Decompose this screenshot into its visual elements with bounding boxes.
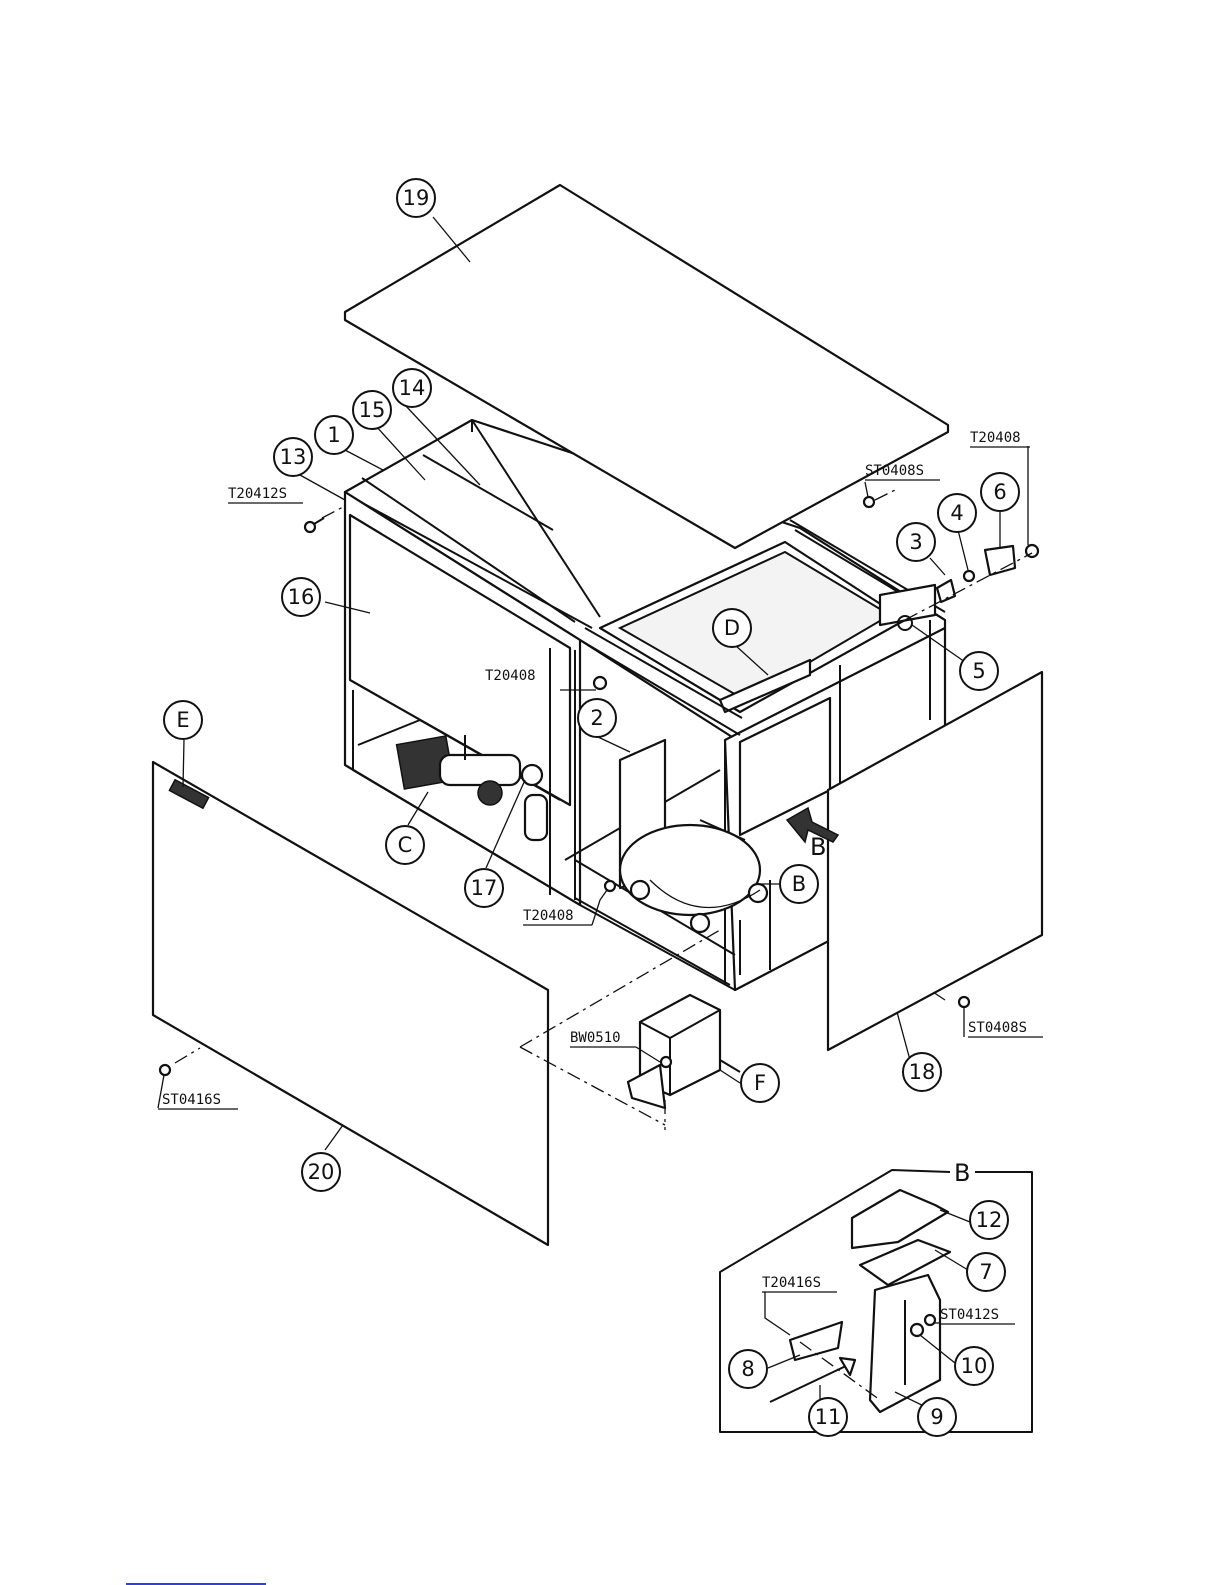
svg-text:7: 7 bbox=[979, 1260, 992, 1284]
code-st0408s-top: ST0408S bbox=[865, 463, 924, 479]
bubble-D: D bbox=[713, 609, 751, 647]
bubble-14: 14 bbox=[393, 369, 431, 407]
code-t20408-mid: T20408 bbox=[485, 668, 536, 684]
svg-text:B: B bbox=[792, 872, 806, 896]
svg-text:16: 16 bbox=[288, 585, 315, 609]
view-arrow-label: B bbox=[810, 833, 826, 861]
svg-text:18: 18 bbox=[909, 1060, 936, 1084]
svg-text:13: 13 bbox=[280, 445, 307, 469]
bubble-17: 17 bbox=[465, 869, 503, 907]
bubble-C: C bbox=[386, 826, 424, 864]
svg-text:C: C bbox=[398, 833, 413, 857]
code-t20416s: T20416S bbox=[762, 1275, 821, 1291]
bubble-F: F bbox=[741, 1064, 779, 1102]
bubble-10: 10 bbox=[955, 1347, 993, 1385]
svg-text:11: 11 bbox=[815, 1405, 842, 1429]
bubble-12: 12 bbox=[970, 1201, 1008, 1239]
svg-text:10: 10 bbox=[961, 1354, 988, 1378]
code-st0412s: ST0412S bbox=[940, 1307, 999, 1323]
detail-b-title: B bbox=[954, 1159, 970, 1187]
bubble-8: 8 bbox=[729, 1350, 767, 1388]
svg-text:F: F bbox=[754, 1071, 766, 1095]
svg-text:20: 20 bbox=[308, 1160, 335, 1184]
bubble-5: 5 bbox=[960, 652, 998, 690]
bubble-6: 6 bbox=[981, 473, 1019, 511]
code-t20412s: T20412S bbox=[228, 486, 287, 502]
code-bw0510: BW0510 bbox=[570, 1030, 621, 1046]
svg-text:2: 2 bbox=[590, 706, 603, 730]
svg-text:E: E bbox=[176, 708, 189, 732]
svg-text:9: 9 bbox=[930, 1405, 943, 1429]
svg-text:8: 8 bbox=[741, 1357, 754, 1381]
svg-text:12: 12 bbox=[976, 1208, 1003, 1232]
code-st0416s: ST0416S bbox=[162, 1092, 221, 1108]
bubble-13: 13 bbox=[274, 438, 312, 476]
code-t20408-top: T20408 bbox=[970, 430, 1021, 446]
svg-text:14: 14 bbox=[399, 376, 426, 400]
bubble-9: 9 bbox=[918, 1398, 956, 1436]
svg-text:4: 4 bbox=[950, 501, 963, 525]
svg-text:3: 3 bbox=[909, 530, 922, 554]
svg-text:1: 1 bbox=[327, 423, 340, 447]
code-t20408-low: T20408 bbox=[523, 908, 574, 924]
svg-text:17: 17 bbox=[471, 876, 498, 900]
bubble-2: 2 bbox=[578, 699, 616, 737]
bubble-1: 1 bbox=[315, 416, 353, 454]
bubble-4: 4 bbox=[938, 494, 976, 532]
svg-text:D: D bbox=[724, 616, 740, 640]
bubble-B: B bbox=[780, 865, 818, 903]
bubble-16: 16 bbox=[282, 578, 320, 616]
bubble-19: 19 bbox=[397, 179, 435, 217]
transformer-f bbox=[628, 995, 740, 1108]
bubble-20: 20 bbox=[302, 1153, 340, 1191]
bubble-18: 18 bbox=[903, 1053, 941, 1091]
bubble-15: 15 bbox=[353, 391, 391, 429]
bubble-E: E bbox=[164, 701, 202, 739]
bubble-11: 11 bbox=[809, 1398, 847, 1436]
svg-text:6: 6 bbox=[993, 480, 1006, 504]
bubble-7: 7 bbox=[967, 1253, 1005, 1291]
svg-text:19: 19 bbox=[403, 186, 430, 210]
bubble-3: 3 bbox=[897, 523, 935, 561]
code-st0408s-right: ST0408S bbox=[968, 1020, 1027, 1036]
svg-text:5: 5 bbox=[972, 659, 985, 683]
svg-text:15: 15 bbox=[359, 398, 386, 422]
